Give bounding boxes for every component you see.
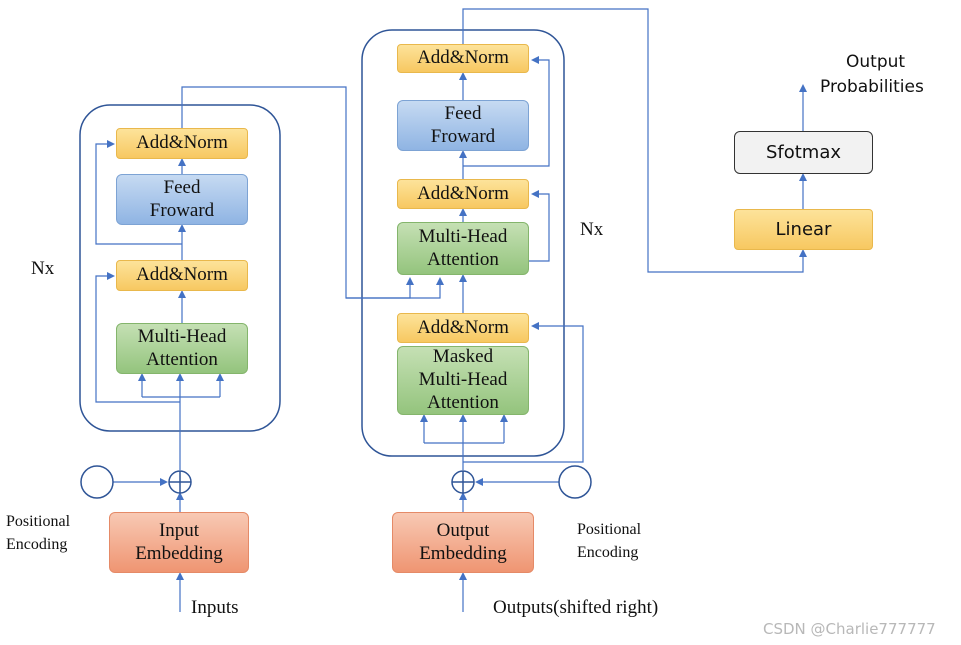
output-embedding: Output Embedding <box>392 512 534 573</box>
encoder-positional-encoding-label: Positional Encoding <box>6 510 70 556</box>
encoder-pe-line1: Positional <box>6 513 71 530</box>
output-probabilities-label: Output Probabilities <box>820 50 924 100</box>
watermark: CSDN @Charlie777777 <box>763 620 936 638</box>
enc-residual-2 <box>95 140 182 245</box>
decoder-add-norm-top: Add&Norm <box>397 44 529 73</box>
encoder-feed-forward-line2: Froward <box>149 199 215 221</box>
decoder-feed-forward-line1: Feed <box>444 102 482 124</box>
encoder-nx-label: Nx <box>31 258 55 279</box>
encoder-to-decoder <box>181 86 444 299</box>
encoder-add-norm-bottom: Add&Norm <box>116 260 248 291</box>
decoder-nx-label: Nx <box>580 219 604 240</box>
inputs-label: Inputs <box>191 597 239 618</box>
softmax-box: Sfotmax <box>734 131 873 174</box>
encoder-add-norm-top: Add&Norm <box>116 128 248 159</box>
decoder-attention-line1: Multi-Head <box>418 225 508 247</box>
decoder-add-norm-bottom: Add&Norm <box>397 313 529 343</box>
decoder-add-norm-middle: Add&Norm <box>397 179 529 209</box>
output-prob-line1: Output <box>846 52 906 72</box>
decoder-masked-line3: Attention <box>427 391 499 413</box>
decoder-masked-line2: Multi-Head <box>418 369 508 391</box>
enc-residual-1 <box>95 272 180 403</box>
outputs-label: Outputs(shifted right) <box>493 597 659 618</box>
encoder-feed-forward: Feed Froward <box>116 174 248 225</box>
decoder-to-linear <box>462 8 807 273</box>
encoder-attention-line2: Attention <box>146 348 218 370</box>
decoder-add-icon <box>451 470 475 494</box>
decoder-feed-forward-line2: Froward <box>430 125 496 147</box>
encoder-pe-circle <box>80 465 114 499</box>
decoder-multi-head-attention: Multi-Head Attention <box>397 222 529 275</box>
decoder-positional-encoding-label: Positional Encoding <box>577 518 641 564</box>
decoder-pe-line2: Encoding <box>577 544 639 561</box>
input-embedding-line1: Input <box>158 519 200 541</box>
dec-residual-3 <box>463 56 550 167</box>
input-embedding: Input Embedding <box>109 512 249 573</box>
decoder-masked-attention: Masked Multi-Head Attention <box>397 346 529 415</box>
encoder-multi-head-attention: Multi-Head Attention <box>116 323 248 374</box>
input-embedding-line2: Embedding <box>135 542 223 564</box>
decoder-attention-line2: Attention <box>427 248 499 270</box>
output-prob-line2: Probabilities <box>820 77 924 97</box>
decoder-feed-forward: Feed Froward <box>397 100 529 151</box>
dec-residual-1 <box>463 322 584 463</box>
encoder-to-decoder-2 <box>346 277 414 299</box>
decoder-pe-circle <box>558 465 592 499</box>
encoder-pe-line2: Encoding <box>6 536 68 553</box>
output-embedding-line2: Embedding <box>419 542 507 564</box>
linear-box: Linear <box>734 209 873 250</box>
encoder-add-icon <box>168 470 192 494</box>
encoder-feed-forward-line1: Feed <box>163 176 201 198</box>
decoder-masked-line1: Masked <box>432 346 494 368</box>
encoder-attention-line1: Multi-Head <box>137 325 227 347</box>
decoder-pe-line1: Positional <box>577 521 642 538</box>
output-embedding-line1: Output <box>436 519 490 541</box>
